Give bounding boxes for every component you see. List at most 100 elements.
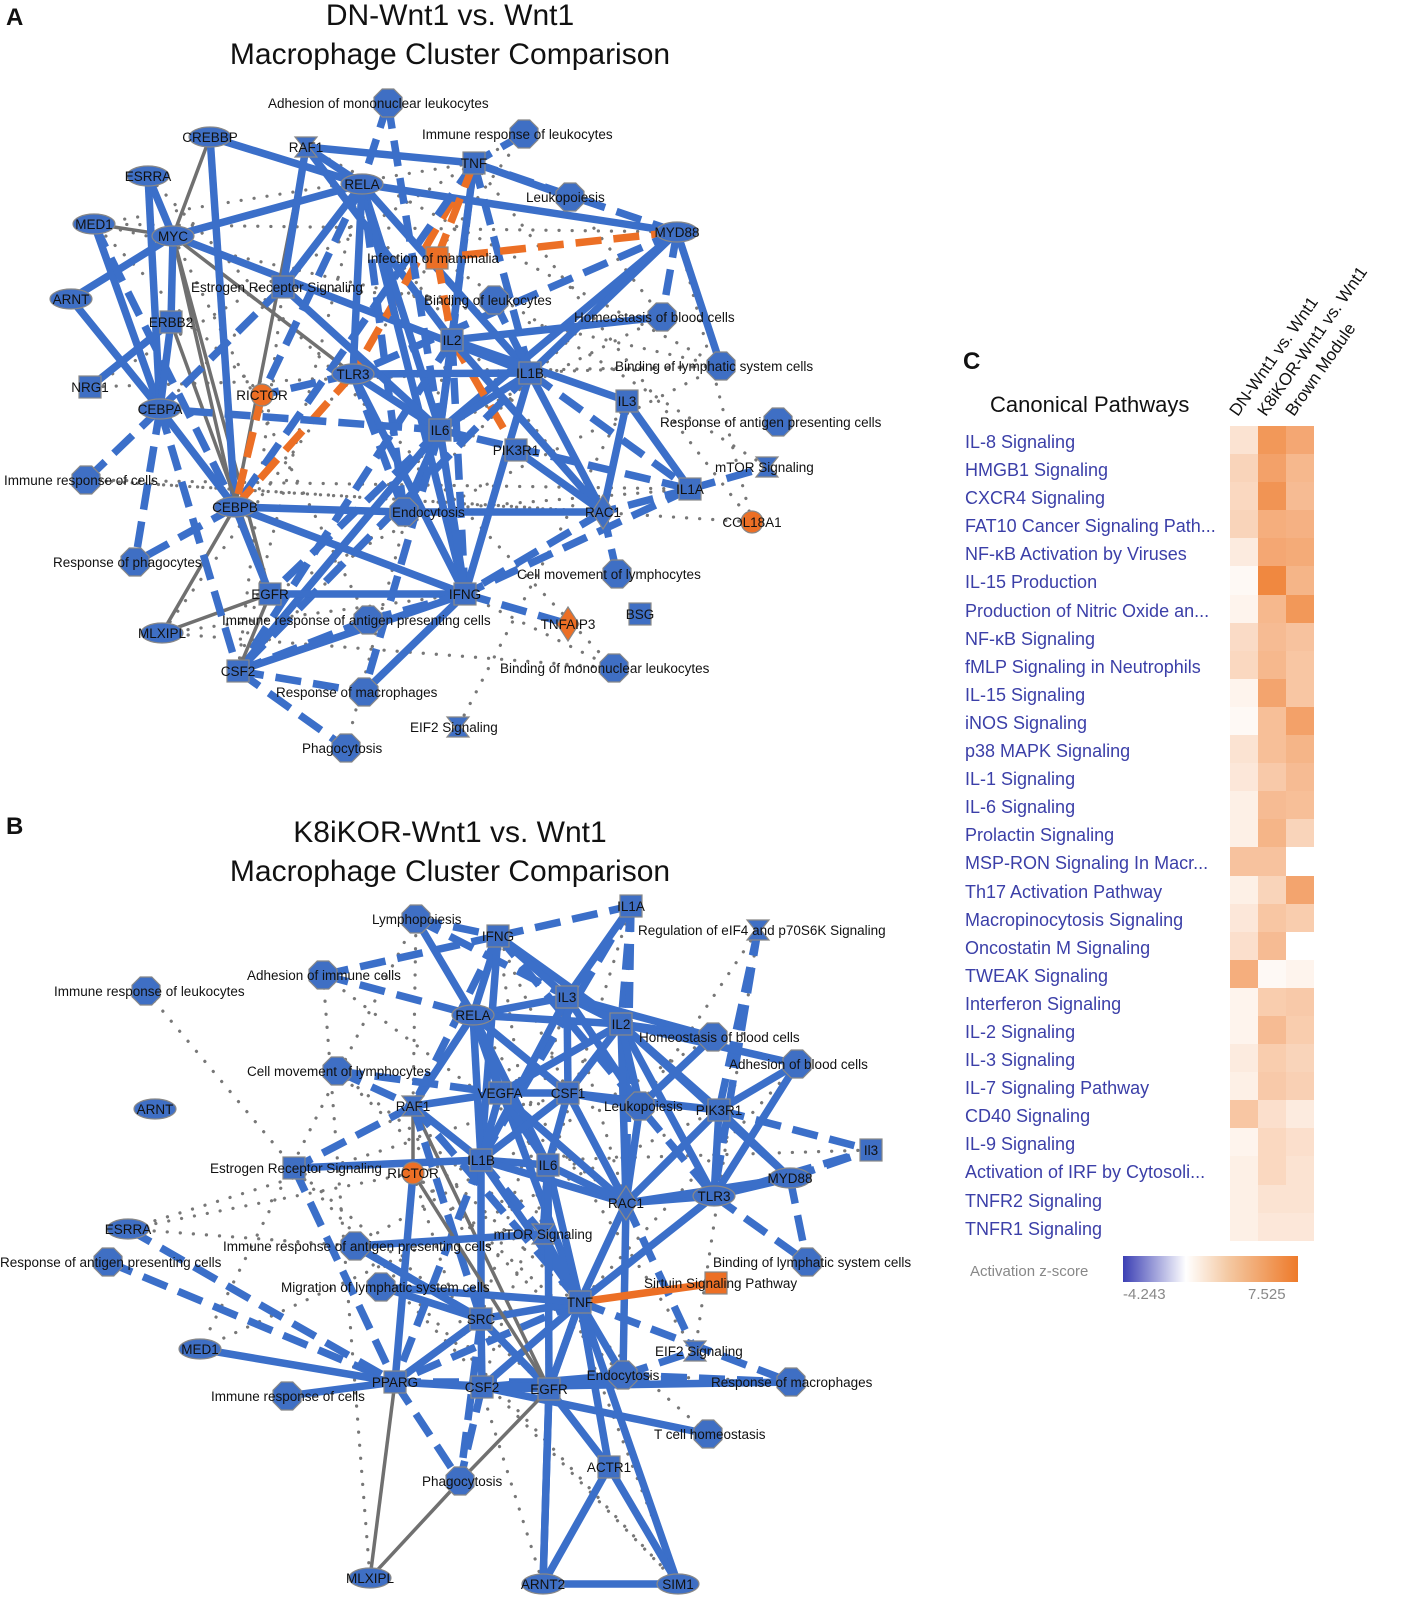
net-b-node-sim1[interactable]: SIM1 bbox=[656, 1573, 700, 1595]
net-a-node-myd88[interactable]: MYD88 bbox=[654, 221, 700, 243]
net-b-node-response-of-macrophages[interactable]: Response of macrophages bbox=[711, 1367, 873, 1397]
net-a-node-tnfaip3[interactable]: TNFAIP3 bbox=[541, 605, 596, 643]
net-b-node-adhesion-of-immune-cells[interactable]: Adhesion of immune cells bbox=[247, 960, 401, 990]
net-b-node-arnt[interactable]: ARNT bbox=[133, 1098, 177, 1120]
net-a-node-tnf[interactable]: TNF bbox=[461, 151, 487, 175]
net-a-node-adhesion-of-mononuclear-leukocytes[interactable]: Adhesion of mononuclear leukocytes bbox=[268, 88, 489, 118]
net-b-node-il2[interactable]: IL2 bbox=[609, 1012, 633, 1036]
net-b-node-immune-response-of-leukocytes[interactable]: Immune response of leukocytes bbox=[54, 976, 245, 1006]
net-b-node-regulation-of-eif4-and-p70s6k-signaling[interactable]: Regulation of eIF4 and p70S6K Signaling bbox=[638, 919, 886, 941]
net-a-node-il6[interactable]: IL6 bbox=[428, 418, 452, 442]
net-a-node-col18a1[interactable]: COL18A1 bbox=[722, 510, 782, 534]
net-b-node-myd88[interactable]: MYD88 bbox=[767, 1167, 813, 1189]
net-b-node-pik3r1[interactable]: PIK3R1 bbox=[696, 1098, 743, 1122]
net-a-node-mlxipl[interactable]: MLXIPL bbox=[138, 622, 187, 644]
net-a-node-ifng[interactable]: IFNG bbox=[449, 582, 481, 606]
net-b-node-homeostasis-of-blood-cells[interactable]: Homeostasis of blood cells bbox=[639, 1022, 800, 1052]
net-b-node-il3[interactable]: IL3 bbox=[555, 985, 579, 1009]
net-a-node-il1a[interactable]: IL1A bbox=[676, 477, 704, 501]
net-a-node-raf1[interactable]: RAF1 bbox=[289, 136, 324, 158]
node-label: Response of antigen presenting cells bbox=[0, 1255, 222, 1270]
net-a-node-response-of-macrophages[interactable]: Response of macrophages bbox=[276, 677, 438, 707]
net-a-node-endocytosis[interactable]: Endocytosis bbox=[389, 497, 465, 527]
net-a-node-erbb2[interactable]: ERBB2 bbox=[149, 310, 193, 334]
net-a-node-binding-of-mononuclear-leukocytes[interactable]: Binding of mononuclear leukocytes bbox=[500, 653, 710, 683]
net-a-node-arnt[interactable]: ARNT bbox=[49, 288, 93, 310]
net-a-node-cell-movement-of-lymphocytes[interactable]: Cell movement of lymphocytes bbox=[517, 559, 701, 589]
net-a-node-tlr3[interactable]: TLR3 bbox=[331, 363, 375, 385]
net-a-node-mtor-signaling[interactable]: mTOR Signaling bbox=[715, 456, 814, 478]
net-a-node-leukopoiesis[interactable]: Leukopoiesis bbox=[526, 182, 605, 212]
net-a-node-crebbp[interactable]: CREBBP bbox=[182, 126, 238, 148]
net-b-node-src[interactable]: SRC bbox=[467, 1307, 496, 1331]
net-a-node-bsg[interactable]: BSG bbox=[626, 602, 655, 626]
net-b-node-il3[interactable]: Il3 bbox=[859, 1138, 883, 1162]
net-a-node-rictor[interactable]: RICTOR bbox=[236, 383, 288, 407]
net-a-node-il1b[interactable]: IL1B bbox=[516, 361, 544, 385]
net-b-node-migration-of-lymphatic-system-cells[interactable]: Migration of lymphatic system cells bbox=[281, 1272, 490, 1302]
net-b-node-actr1[interactable]: ACTR1 bbox=[587, 1455, 631, 1479]
net-a-node-response-of-antigen-presenting-cells[interactable]: Response of antigen presenting cells bbox=[660, 407, 882, 437]
net-a-node-eif2-signaling[interactable]: EIF2 Signaling bbox=[410, 716, 498, 738]
net-a-node-cebpa[interactable]: CEBPA bbox=[138, 398, 183, 420]
net-a-node-rac1[interactable]: RAC1 bbox=[585, 493, 621, 531]
net-a-node-pik3r1[interactable]: PIK3R1 bbox=[493, 438, 540, 462]
net-a-node-phagocytosis[interactable]: Phagocytosis bbox=[302, 733, 383, 763]
net-a-node-rela[interactable]: RELA bbox=[340, 173, 384, 195]
net-a-node-egfr[interactable]: EGFR bbox=[251, 582, 289, 606]
net-b-node-med1[interactable]: MED1 bbox=[178, 1338, 222, 1360]
net-b-node-tlr3[interactable]: TLR3 bbox=[692, 1185, 736, 1207]
net-b-node-sirtuin-signaling-pathway[interactable]: Sirtuin Signaling Pathway bbox=[644, 1271, 797, 1295]
net-b-node-endocytosis[interactable]: Endocytosis bbox=[587, 1360, 660, 1390]
net-a-node-immune-response-of-cells[interactable]: Immune response of cells bbox=[4, 465, 158, 495]
net-b-node-rac1[interactable]: RAC1 bbox=[608, 1184, 644, 1222]
net-b-node-mlxipl[interactable]: MLXIPL bbox=[346, 1567, 395, 1589]
net-b-node-eif2-signaling[interactable]: EIF2 Signaling bbox=[655, 1340, 743, 1362]
net-a-node-immune-response-of-leukocytes[interactable]: Immune response of leukocytes bbox=[422, 119, 613, 149]
net-a-edge-myc-arnt bbox=[69, 232, 175, 303]
net-a-node-il2[interactable]: IL2 bbox=[440, 328, 464, 352]
net-b-node-phagocytosis[interactable]: Phagocytosis bbox=[422, 1466, 503, 1496]
net-a-node-esrra[interactable]: ESRRA bbox=[125, 165, 172, 187]
net-a-node-infection-of-mammalia[interactable]: Infection of mammalia bbox=[367, 246, 500, 270]
net-a-node-med1[interactable]: MED1 bbox=[72, 213, 116, 235]
net-b-node-mtor-signaling[interactable]: mTOR Signaling bbox=[494, 1223, 593, 1245]
net-b-node-immune-response-of-cells[interactable]: Immune response of cells bbox=[211, 1381, 365, 1411]
net-b-node-leukopoiesis[interactable]: Leukopoiesis bbox=[604, 1091, 683, 1121]
net-b-node-cell-movement-of-lymphocytes[interactable]: Cell movement of lymphocytes bbox=[247, 1056, 431, 1086]
net-a-node-estrogen-receptor-signaling[interactable]: Estrogen Receptor Signaling bbox=[191, 275, 363, 299]
net-b-node-adhesion-of-blood-cells[interactable]: Adhesion of blood cells bbox=[729, 1049, 868, 1079]
net-b-node-il1b[interactable]: IL1B bbox=[467, 1148, 495, 1172]
net-a-node-response-of-phagocytes[interactable]: Response of phagocytes bbox=[53, 547, 202, 577]
net-b-node-arnt2[interactable]: ARNT2 bbox=[521, 1573, 565, 1595]
net-b-node-esrra[interactable]: ESRRA bbox=[105, 1218, 152, 1240]
net-b-node-tnf[interactable]: TNF bbox=[567, 1290, 593, 1314]
net-b-node-lymphopoiesis[interactable]: Lymphopoiesis bbox=[372, 904, 462, 934]
net-b-node-ifng[interactable]: IFNG bbox=[482, 924, 514, 948]
net-b-node-binding-of-lymphatic-system-cells[interactable]: Binding of lymphatic system cells bbox=[713, 1247, 911, 1277]
net-b-node-raf1[interactable]: RAF1 bbox=[396, 1095, 431, 1117]
net-a-node-immune-response-of-antigen-presenting-cells[interactable]: Immune response of antigen presenting ce… bbox=[222, 605, 491, 635]
net-a-node-binding-of-lymphatic-system-cells[interactable]: Binding of lymphatic system cells bbox=[615, 351, 813, 381]
net-b-node-il6[interactable]: IL6 bbox=[536, 1153, 560, 1177]
net-b-node-t-cell-homeostasis[interactable]: T cell homeostasis bbox=[654, 1419, 766, 1449]
net-b-node-il1a[interactable]: IL1A bbox=[617, 894, 645, 918]
net-b-node-pparg[interactable]: PPARG bbox=[372, 1370, 418, 1394]
net-b-node-csf2[interactable]: CSF2 bbox=[465, 1375, 500, 1399]
net-a-node-csf2[interactable]: CSF2 bbox=[221, 659, 256, 683]
net-b-node-estrogen-receptor-signaling[interactable]: Estrogen Receptor Signaling bbox=[210, 1156, 382, 1180]
net-a-node-homeostasis-of-blood-cells[interactable]: Homeostasis of blood cells bbox=[574, 302, 735, 332]
net-b-node-egfr[interactable]: EGFR bbox=[530, 1377, 568, 1401]
net-b-node-rictor[interactable]: RICTOR bbox=[387, 1161, 439, 1185]
net-b-node-rela[interactable]: RELA bbox=[451, 1004, 495, 1026]
net-a-node-il3[interactable]: IL3 bbox=[615, 389, 639, 413]
net-a-node-cebpb[interactable]: CEBPB bbox=[212, 496, 258, 518]
net-b-node-immune-response-of-antigen-presenting-cells[interactable]: Immune response of antigen presenting ce… bbox=[223, 1231, 492, 1261]
net-a-node-myc[interactable]: MYC bbox=[151, 225, 195, 247]
net-b-node-vegfa[interactable]: VEGFA bbox=[477, 1081, 523, 1105]
net-a-node-binding-of-leukocytes[interactable]: Binding of leukocytes bbox=[424, 285, 552, 315]
net-a-node-nrg1[interactable]: NRG1 bbox=[71, 375, 109, 399]
net-b-node-response-of-antigen-presenting-cells[interactable]: Response of antigen presenting cells bbox=[0, 1247, 222, 1277]
net-b-node-csf1[interactable]: CSF1 bbox=[551, 1081, 586, 1105]
heatmap-cell bbox=[1286, 791, 1314, 820]
